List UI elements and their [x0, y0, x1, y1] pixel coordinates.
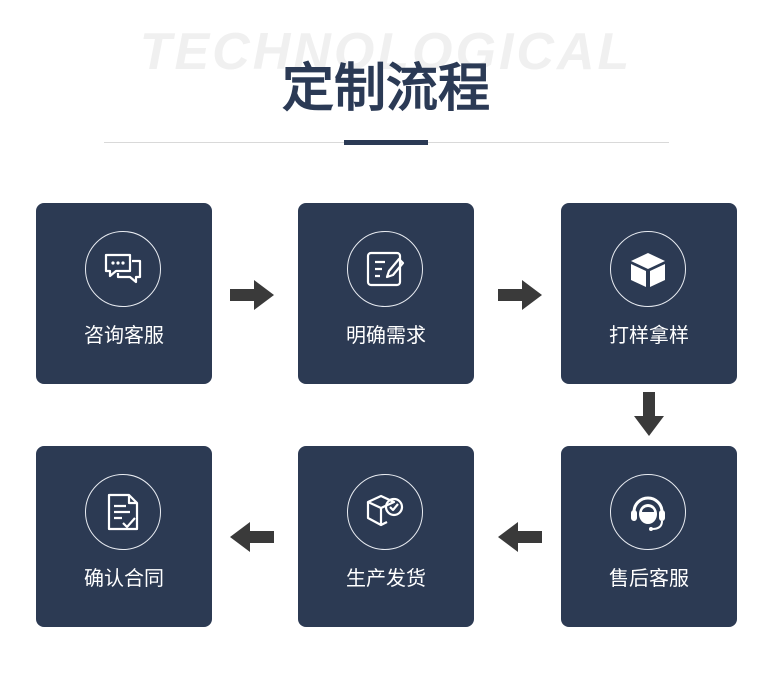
arrow-right-icon: [498, 280, 542, 310]
page-title: 定制流程: [281, 59, 490, 119]
contract-document-icon: [85, 474, 161, 550]
arrow-down-icon: [634, 392, 664, 436]
step-label: 明确需求: [346, 323, 426, 347]
package-check-icon: [347, 474, 423, 550]
step-label: 咨询客服: [84, 323, 164, 347]
step-card-sample: 打样拿样: [561, 203, 737, 384]
step-card-contract: 确认合同: [36, 446, 212, 627]
box-icon: [610, 231, 686, 307]
arrow-left-icon: [230, 522, 274, 552]
title-divider-accent: [344, 140, 428, 145]
step-card-requirements: 明确需求: [298, 203, 474, 384]
step-label: 生产发货: [346, 566, 426, 590]
step-card-after-sales: 售后客服: [561, 446, 737, 627]
step-card-consult: 咨询客服: [36, 203, 212, 384]
step-card-production: 生产发货: [298, 446, 474, 627]
step-label: 确认合同: [84, 566, 164, 590]
arrow-left-icon: [498, 522, 542, 552]
step-label: 打样拿样: [609, 323, 689, 347]
edit-document-icon: [347, 231, 423, 307]
background-watermark-text: TECHNOLOGICAL: [139, 23, 633, 81]
step-label: 售后客服: [609, 566, 689, 590]
customer-service-headset-icon: [610, 474, 686, 550]
arrow-right-icon: [230, 280, 274, 310]
chat-bubbles-icon: [85, 231, 161, 307]
